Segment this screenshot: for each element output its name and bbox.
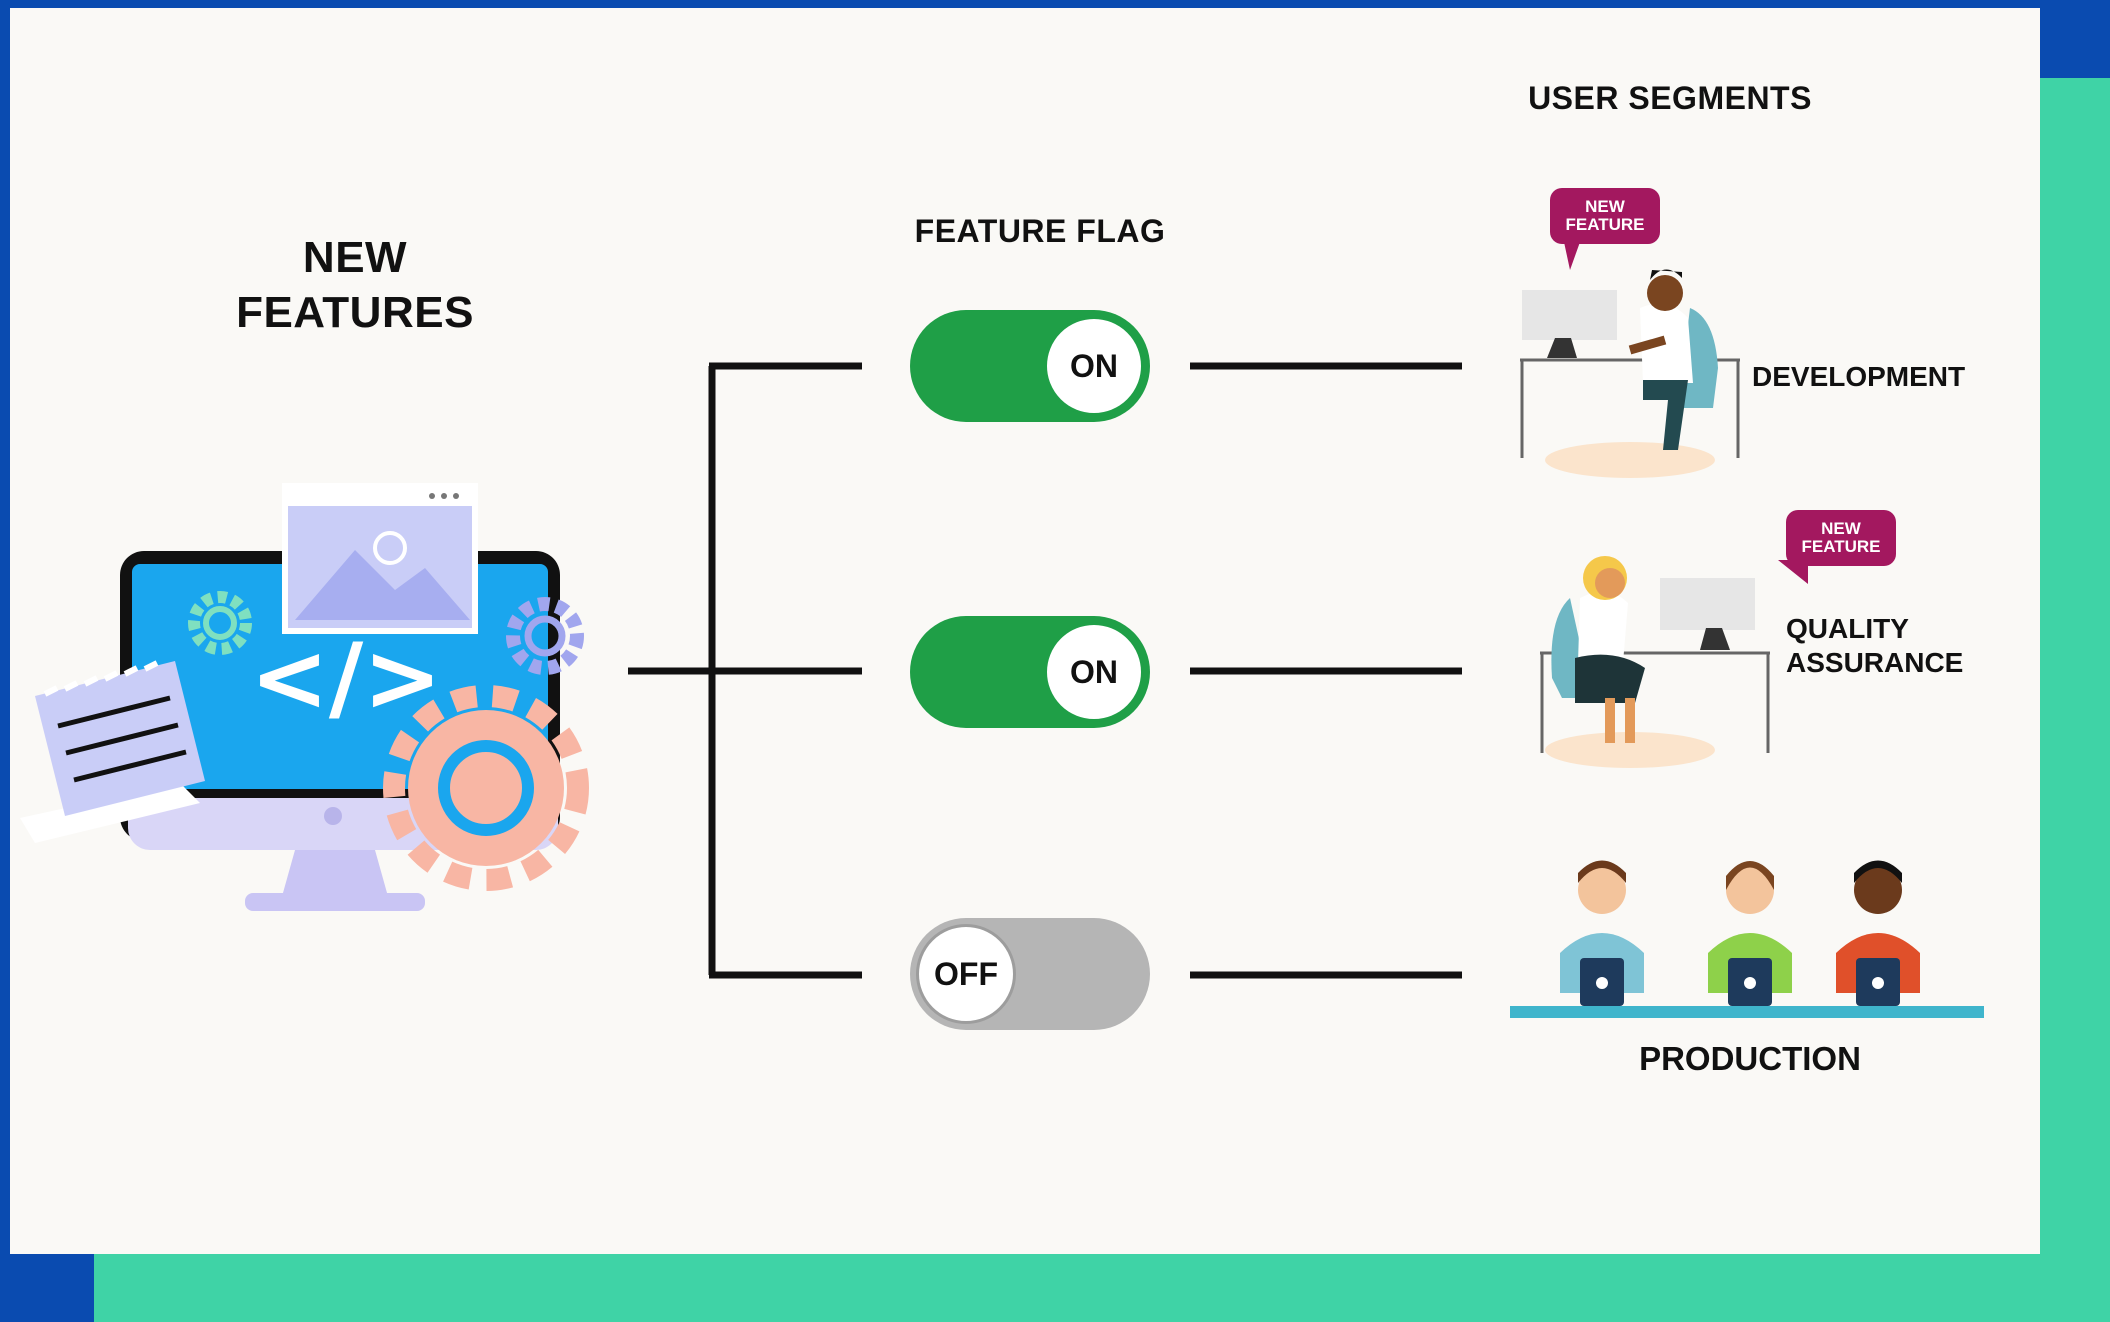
person-at-desk-icon-qa (1540, 556, 1770, 768)
segment-label-qa: QUALITY ASSURANCE (1786, 613, 1964, 678)
new-feature-badge-qa: NEW FEATURE (1778, 510, 1896, 584)
person-with-laptop-icon (1510, 860, 1984, 1018)
diagram-graphics: </> (20, 269, 1984, 1018)
feature-flag-heading: FEATURE FLAG (914, 213, 1166, 249)
feature-toggle-production[interactable]: OFF (910, 918, 1150, 1030)
toggle-knob: ON (1044, 622, 1144, 722)
user-segments-heading: USER SEGMENTS (1528, 80, 1812, 116)
notepad-icon (20, 660, 205, 843)
new-features-heading: NEW FEATURES (236, 233, 474, 337)
new-feature-badge-development: NEW FEATURE (1550, 188, 1660, 270)
svg-text:</>: </> (250, 624, 442, 733)
toggle-knob: ON (1044, 316, 1144, 416)
gear-icon (188, 591, 589, 891)
connector-lines (628, 362, 1462, 979)
feature-toggle-development[interactable]: ON (910, 310, 1150, 422)
segment-label-development: DEVELOPMENT (1752, 361, 1966, 392)
diagram-card: </> (10, 8, 2040, 1254)
person-at-desk-icon (1520, 269, 1740, 478)
toggle-knob: OFF (916, 924, 1016, 1024)
background-blue-strip (2040, 0, 2110, 78)
segment-label-production: PRODUCTION (1639, 1040, 1861, 1077)
image-icon (282, 483, 478, 634)
feature-toggle-qa[interactable]: ON (910, 616, 1150, 728)
